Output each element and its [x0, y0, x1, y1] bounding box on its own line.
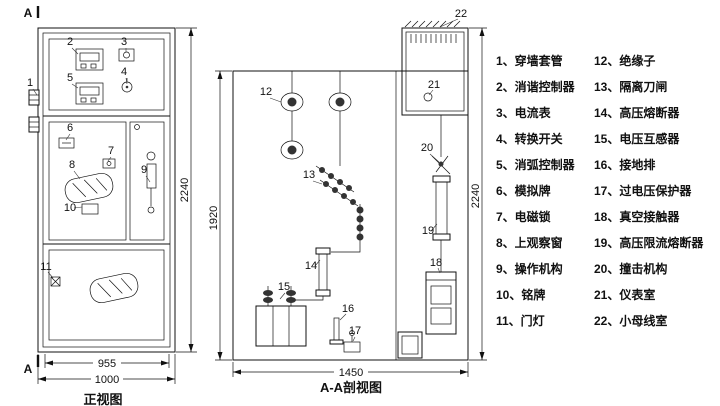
legend-item-10: 10、铭牌 [496, 288, 546, 302]
legend-item-8: 8、上观察窗 [496, 236, 563, 250]
ammeter-device [118, 48, 135, 62]
callout-8: 8 [69, 159, 75, 171]
section-mark-top-label: A [24, 6, 33, 20]
insulator-bushings [280, 71, 352, 166]
dim-section-width: 1450 [339, 367, 363, 379]
legend-item-5: 5、消弧控制器 [496, 158, 575, 172]
legend-item-13: 13、隔离刀闸 [594, 80, 668, 94]
front-view-title: 正视图 [83, 392, 122, 406]
callout-7: 7 [108, 145, 114, 157]
section-mark-bottom-label: A [24, 362, 33, 376]
callout-21: 21 [428, 79, 440, 91]
legend-item-19: 19、高压限流熔断器 [594, 236, 704, 250]
legend: 1、穿墙套管 2、消谐控制器 3、电流表 4、转换开关 5、消弧控制器 6、模拟… [496, 48, 703, 334]
vacuum-contactor [425, 271, 457, 335]
striker-mechanism [431, 115, 451, 175]
callout-18: 18 [430, 257, 442, 269]
section-view-title: A-A剖视图 [320, 380, 382, 395]
dim-section-total-height: 2240 [470, 184, 482, 208]
callout-19: 19 [422, 225, 434, 237]
callout-12: 12 [260, 86, 272, 98]
legend-item-16: 16、接地排 [594, 158, 656, 172]
callout-13: 13 [303, 169, 315, 181]
section-mark-top: A [24, 6, 40, 20]
legend-column-1: 1、穿墙套管 2、消谐控制器 3、电流表 4、转换开关 5、消弧控制器 6、模拟… [496, 48, 594, 334]
callout-15: 15 [278, 281, 290, 293]
harmonic-controller-device [75, 48, 104, 71]
callout-9: 9 [141, 164, 147, 176]
callout-3: 3 [121, 36, 127, 48]
callout-2: 2 [67, 36, 73, 48]
wall-bushing-blocks [28, 89, 40, 133]
section-view: 12 13 14 15 16 17 18 19 20 21 22 1920 [208, 8, 487, 395]
callout-22: 22 [455, 8, 467, 20]
nameplate [81, 203, 99, 215]
legend-item-7: 7、电磁锁 [496, 210, 551, 224]
door-light [50, 276, 61, 287]
callout-6: 6 [67, 122, 73, 134]
busbar-room-box [401, 20, 469, 116]
dim-section-body-height: 1920 [208, 206, 220, 230]
arc-controller-device [75, 82, 104, 105]
callout-5: 5 [67, 72, 73, 84]
legend-item-18: 18、真空接触器 [594, 210, 680, 224]
legend-item-12: 12、绝缘子 [594, 54, 656, 68]
cabinet-frame [37, 27, 176, 353]
electromagnetic-lock [102, 158, 116, 169]
dimension-section-total-height: 2240 [469, 27, 487, 361]
legend-item-6: 6、模拟牌 [496, 184, 551, 198]
callout-17: 17 [349, 325, 361, 337]
grounding-bar [329, 317, 344, 345]
lower-observation-window [89, 272, 139, 304]
dim-front-outer-width: 1000 [95, 374, 119, 386]
overvoltage-protector [343, 330, 361, 353]
callout-20: 20 [421, 142, 433, 154]
legend-column-2: 12、绝缘子 13、隔离刀闸 14、高压熔断器 15、电压互感器 16、接地排 … [594, 48, 703, 334]
section-outline [232, 70, 469, 361]
section-mark-bottom: A [24, 355, 40, 376]
front-view: A A [24, 6, 197, 406]
operating-mechanism [146, 151, 157, 214]
section-view-callouts: 12 13 14 15 16 17 18 19 20 21 22 [260, 8, 467, 342]
legend-item-20: 20、撞击机构 [594, 262, 668, 276]
callout-16: 16 [342, 303, 354, 315]
mimic-board [58, 137, 75, 149]
callout-14: 14 [305, 260, 317, 272]
callout-11: 11 [40, 261, 51, 273]
dimension-front-height: 2240 [176, 27, 197, 353]
callout-4: 4 [121, 66, 127, 78]
dim-front-height: 2240 [179, 178, 191, 202]
hv-fuse [292, 247, 331, 301]
legend-item-15: 15、电压互感器 [594, 132, 680, 146]
callout-1: 1 [27, 77, 33, 89]
instrument-room-marker [423, 92, 433, 102]
legend-item-22: 22、小母线室 [594, 314, 668, 328]
legend-item-3: 3、电流表 [496, 106, 551, 120]
callout-10: 10 [64, 202, 76, 214]
legend-item-9: 9、操作机构 [496, 262, 563, 276]
dimension-front-inner-width: 955 [44, 354, 170, 370]
dimension-section-width: 1450 [232, 362, 469, 379]
upper-observation-window [64, 172, 114, 204]
legend-item-11: 11、门灯 [496, 314, 545, 328]
dim-front-inner-width: 955 [98, 358, 116, 370]
changeover-switch-device [121, 78, 133, 93]
legend-item-21: 21、仪表室 [594, 288, 656, 302]
front-view-callouts: 1 2 3 4 5 6 7 8 9 10 11 [27, 36, 151, 279]
isolating-knife-switch [315, 165, 364, 253]
dimension-section-body-height: 1920 [208, 70, 232, 361]
dimension-front-outer-width: 1000 [37, 354, 176, 386]
legend-item-4: 4、转换开关 [496, 132, 563, 146]
legend-item-1: 1、穿墙套管 [496, 54, 563, 68]
legend-item-14: 14、高压熔断器 [594, 106, 680, 120]
voltage-transformer [255, 286, 307, 347]
legend-item-17: 17、过电压保护器 [594, 184, 692, 198]
cable-box [397, 331, 423, 359]
current-limiting-fuse [432, 175, 451, 272]
legend-item-2: 2、消谐控制器 [496, 80, 575, 94]
